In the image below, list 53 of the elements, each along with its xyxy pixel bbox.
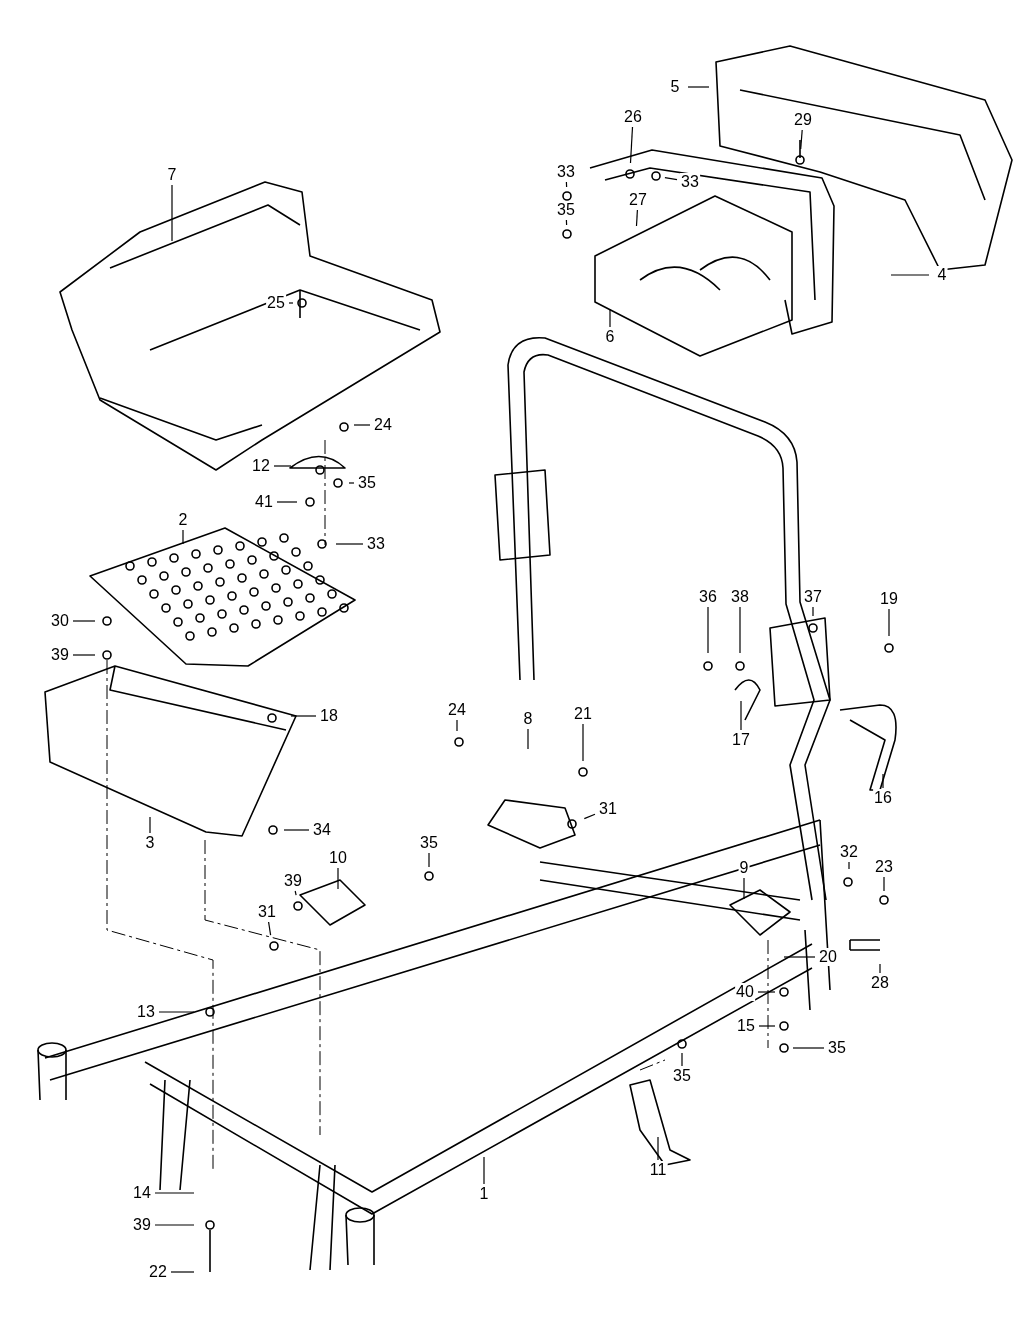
leader-line xyxy=(681,1052,683,1067)
leader-line xyxy=(72,654,96,656)
leader-line xyxy=(154,1192,195,1194)
leader-line xyxy=(848,861,850,870)
leader-line xyxy=(883,876,885,892)
leader-line xyxy=(335,543,364,545)
leader-line xyxy=(428,852,430,868)
leader-line xyxy=(758,1025,776,1027)
leader-line xyxy=(583,813,596,820)
leader-line xyxy=(629,126,634,164)
leader-line xyxy=(154,1224,195,1226)
leader-line xyxy=(800,129,803,150)
leader-line xyxy=(664,177,678,181)
leader-line xyxy=(783,956,816,958)
leader-line xyxy=(288,302,294,304)
leader-line xyxy=(483,1156,485,1185)
leader-line xyxy=(72,620,96,622)
leader-line xyxy=(757,991,776,993)
leader-line xyxy=(890,274,930,276)
leader-line xyxy=(456,719,458,732)
leader-line xyxy=(609,308,611,328)
leader-line xyxy=(283,829,310,831)
leader-line xyxy=(182,529,184,545)
leader-line xyxy=(812,606,814,617)
leader-line xyxy=(879,963,881,974)
callout-number: 20 xyxy=(818,948,838,966)
leader-line xyxy=(268,921,272,936)
leader-line xyxy=(792,1047,825,1049)
leader-line xyxy=(527,728,529,750)
leader-line xyxy=(739,606,741,654)
leader-line xyxy=(273,465,292,467)
leader-line xyxy=(707,606,709,654)
leader-line xyxy=(149,816,151,834)
leader-line xyxy=(290,715,317,717)
callout-number: 40 xyxy=(735,983,755,1001)
leader-line xyxy=(353,424,371,426)
leader-line xyxy=(158,1011,195,1013)
leader-line xyxy=(743,877,745,900)
leader-line xyxy=(565,181,568,188)
leader-line xyxy=(294,890,297,896)
leader-line xyxy=(171,184,173,242)
leader-line xyxy=(635,209,638,227)
leader-line xyxy=(888,608,890,637)
leader-line xyxy=(348,482,355,484)
leader-line xyxy=(170,1271,195,1273)
leader-line xyxy=(276,501,298,503)
leader-line xyxy=(740,700,742,731)
leader-line xyxy=(687,86,710,88)
leader-line xyxy=(565,219,568,226)
leader-line xyxy=(337,867,339,890)
leader-line xyxy=(657,1136,659,1161)
leader-line xyxy=(882,773,884,789)
leader-line xyxy=(582,723,584,762)
